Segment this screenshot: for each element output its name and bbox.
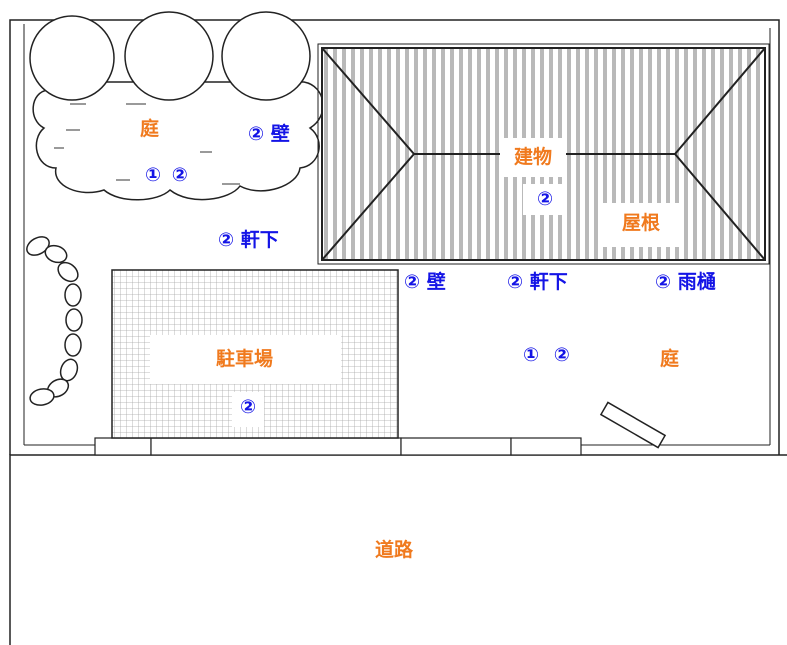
road-label: 道路 xyxy=(375,539,414,561)
stepping-stones-icon xyxy=(26,236,83,406)
grass-tufts xyxy=(54,103,240,185)
building-mark: ② xyxy=(523,184,568,215)
garden-right-label: 庭 xyxy=(660,348,680,370)
roof-label: 屋根 xyxy=(600,203,683,247)
eaves-bottom-label: ② 軒下 xyxy=(507,271,568,293)
garden-top-left-label: 庭 xyxy=(140,118,160,140)
drain-pipe-icon xyxy=(599,401,667,449)
garden-right-marks: ① ② xyxy=(523,344,574,366)
garden-top-left-area xyxy=(32,81,324,201)
wall-bottom-label: ② 壁 xyxy=(404,271,446,293)
curb xyxy=(94,437,582,456)
gutter-label: ② 雨樋 xyxy=(655,271,716,293)
parking-label: 駐車場 xyxy=(150,335,342,384)
wall-top-label: ② 壁 xyxy=(248,123,290,145)
building-label: 建物 xyxy=(500,138,567,177)
eaves-left-label: ② 軒下 xyxy=(218,229,279,251)
tree-icon xyxy=(29,11,311,101)
parking-mark: ② xyxy=(232,392,265,427)
garden-top-left-marks: ① ② xyxy=(145,164,190,186)
property-boundary xyxy=(9,19,780,455)
